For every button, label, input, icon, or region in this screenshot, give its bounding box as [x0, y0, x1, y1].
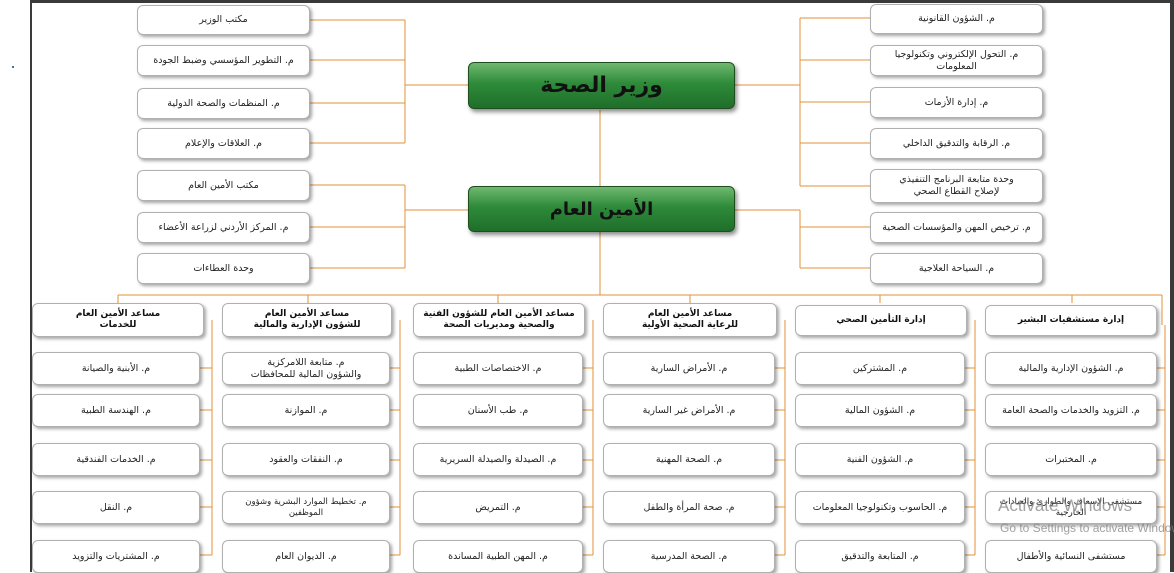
stray-dot: [12, 66, 14, 68]
column-header: مساعد الأمين العام للشؤون الإدارية والما…: [222, 303, 392, 337]
sg-right-unit: م. ترخيص المهن والمؤسسات الصحية: [870, 212, 1043, 243]
column-item: م. الصحة المدرسية: [603, 540, 775, 573]
column-item: مستشفى النسائية والأطفال: [985, 540, 1157, 573]
column-item: م. المتابعة والتدقيق: [795, 540, 965, 573]
minister-left-unit: م. المنظمات والصحة الدولية: [137, 88, 310, 119]
column-item: م. الصيدلة والصيدلة السريرية: [413, 443, 583, 476]
column-item: م. التزويد والخدمات والصحة العامة: [985, 394, 1157, 427]
frame-border-right: [1170, 0, 1174, 572]
column-item: م. المشتركين: [795, 352, 965, 385]
column-header: إدارة مستشفيات البشير: [985, 305, 1157, 336]
column-item: م. الهندسة الطبية: [32, 394, 200, 427]
column-item: م. الخدمات الفندقية: [32, 443, 200, 476]
column-item: م. الشؤون الإدارية والمالية: [985, 352, 1157, 385]
minister-right-unit: م. التحول الإلكتروني وتكنولوجيا المعلوما…: [870, 45, 1043, 76]
minister-left-unit: م. العلاقات والإعلام: [137, 128, 310, 159]
column-item: مستشفى الإسعاف والطوارئ والعيادات الخارج…: [985, 491, 1157, 524]
minister-right-unit: م. إدارة الأزمات: [870, 87, 1043, 118]
minister-left-unit: مكتب الوزير: [137, 5, 310, 35]
column-header: مساعد الأمين العام للرعاية الصحية الأولي…: [603, 303, 777, 337]
column-item: م. طب الأسنان: [413, 394, 583, 427]
sg-left-unit: م. المركز الأردني لزراعة الأعضاء: [137, 212, 310, 243]
sg-left-unit: مكتب الأمين العام: [137, 170, 310, 201]
window-margin: [0, 0, 30, 572]
column-item: م. الأبنية والصيانة: [32, 352, 200, 385]
column-item: م. التمريض: [413, 491, 583, 524]
column-item: م. الأمراض السارية: [603, 352, 775, 385]
column-header: إدارة التأمين الصحي: [795, 305, 967, 336]
column-item: م. الديوان العام: [222, 540, 390, 573]
column-header: مساعد الأمين العام للشؤون الفنية والصحية…: [413, 303, 585, 337]
activation-watermark-subtitle: Go to Settings to activate Windows.: [1000, 521, 1174, 535]
column-item: م. الأمراض غير السارية: [603, 394, 775, 427]
frame-border-left: [30, 0, 32, 572]
minister-left-unit: م. التطوير المؤسسي وضبط الجودة: [137, 45, 310, 76]
activation-watermark-title: Activate Windows: [998, 496, 1133, 515]
column-header: مساعد الأمين العام للخدمات: [32, 303, 204, 337]
column-item: م. الشؤون المالية: [795, 394, 965, 427]
column-item: م. صحة المرأة والطفل: [603, 491, 775, 524]
column-item: م. النقل: [32, 491, 200, 524]
minister-box: وزير الصحة: [468, 62, 735, 109]
column-item: م. الموازنة: [222, 394, 390, 427]
column-item: م. الشؤون الفنية: [795, 443, 965, 476]
column-item: م. الاختصاصات الطبية: [413, 352, 583, 385]
column-item: م. الصحة المهنية: [603, 443, 775, 476]
secretary-general-box: الأمين العام: [468, 186, 735, 232]
minister-right-unit: م. الرقابة والتدقيق الداخلي: [870, 128, 1043, 159]
minister-right-unit: م. الشؤون القانونية: [870, 4, 1043, 34]
column-item: م. المهن الطبية المساندة: [413, 540, 583, 573]
secretary-general-title: الأمين العام: [549, 198, 654, 220]
column-item: م. تخطيط الموارد البشرية وشؤون الموظفين: [222, 491, 390, 524]
column-item: م. المختبرات: [985, 443, 1157, 476]
column-item: م. متابعة اللامركزية والشؤون المالية للم…: [222, 352, 390, 385]
frame-border-top: [30, 0, 1174, 3]
minister-right-unit: وحدة متابعة البرنامج التنفيذي لإصلاح الق…: [870, 169, 1043, 203]
column-item: م. المشتريات والتزويد: [32, 540, 200, 573]
sg-left-unit: وحدة العطاءات: [137, 253, 310, 284]
column-item: م. الحاسوب وتكنولوجيا المعلومات: [795, 491, 965, 524]
minister-title: وزير الصحة: [540, 73, 663, 98]
sg-right-unit: م. السياحة العلاجية: [870, 253, 1043, 284]
column-item: م. النفقات والعقود: [222, 443, 390, 476]
